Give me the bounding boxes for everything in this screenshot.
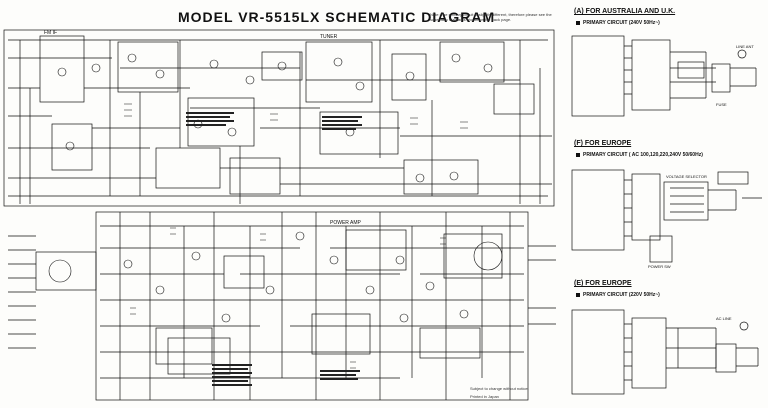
- panel-a-heading: (A) FOR AUSTRALIA AND U.K.: [574, 8, 676, 15]
- footer-printed-in: Printed in Japan: [470, 394, 499, 399]
- input-jack-block: [35, 251, 97, 291]
- label-power-sw: POWER SW: [648, 264, 671, 269]
- panel-f-subheading: PRIMARY CIRCUIT ( AC 100,120,220,240V 50…: [576, 152, 703, 158]
- main-schematic-diagram: FM IF TUNER POWER AMP: [3, 29, 556, 401]
- panel-e-subheading: PRIMARY CIRCUIT (220V 50Hz~): [576, 292, 660, 298]
- schematic-note: Note: The primary circuit is slightly di…: [430, 12, 552, 22]
- panel-a-subheading-text: PRIMARY CIRCUIT (240V 50Hz~): [583, 20, 660, 26]
- label-power-amp: POWER AMP: [330, 220, 362, 226]
- label-fuse-a: FUSE: [716, 102, 727, 107]
- upper-circuit-frame: [3, 29, 555, 207]
- panel-e-heading: (E) FOR EUROPE: [574, 280, 632, 287]
- label-ac-line: AC LINE: [716, 316, 732, 321]
- panel-f-heading: (F) FOR EUROPE: [574, 140, 632, 147]
- panel-a-subheading: PRIMARY CIRCUIT (240V 50Hz~): [576, 20, 660, 26]
- bullet-icon: [576, 292, 580, 297]
- label-fm-if: FM IF: [44, 30, 57, 36]
- panel-e-subheading-text: PRIMARY CIRCUIT (220V 50Hz~): [583, 292, 660, 298]
- primary-circuit-variants-panel: (A) FOR AUSTRALIA AND U.K. PRIMARY CIRCU…: [566, 0, 768, 408]
- panel-f-schematic: VOLTAGE SELECTOR POWER SW: [571, 169, 762, 269]
- panel-e-schematic: AC LINE: [571, 309, 759, 395]
- lower-circuit-frame: [95, 211, 529, 401]
- input-jack-circle: [48, 259, 72, 283]
- schematic-title: MODEL VR-5515LX SCHEMATIC DIAGRAM: [178, 9, 496, 25]
- footer-subject-to-change: Subject to change without notice.: [470, 386, 529, 391]
- bullet-icon: [576, 20, 580, 25]
- panel-f-subheading-text: PRIMARY CIRCUIT ( AC 100,120,220,240V 50…: [583, 152, 703, 158]
- label-tuner: TUNER: [320, 34, 338, 40]
- label-voltage-selector: VOLTAGE SELECTOR: [666, 174, 707, 179]
- panel-a-schematic: LINE ANT FUSE: [571, 35, 757, 117]
- bullet-icon: [576, 152, 580, 157]
- label-line-ant: LINE ANT: [736, 44, 754, 49]
